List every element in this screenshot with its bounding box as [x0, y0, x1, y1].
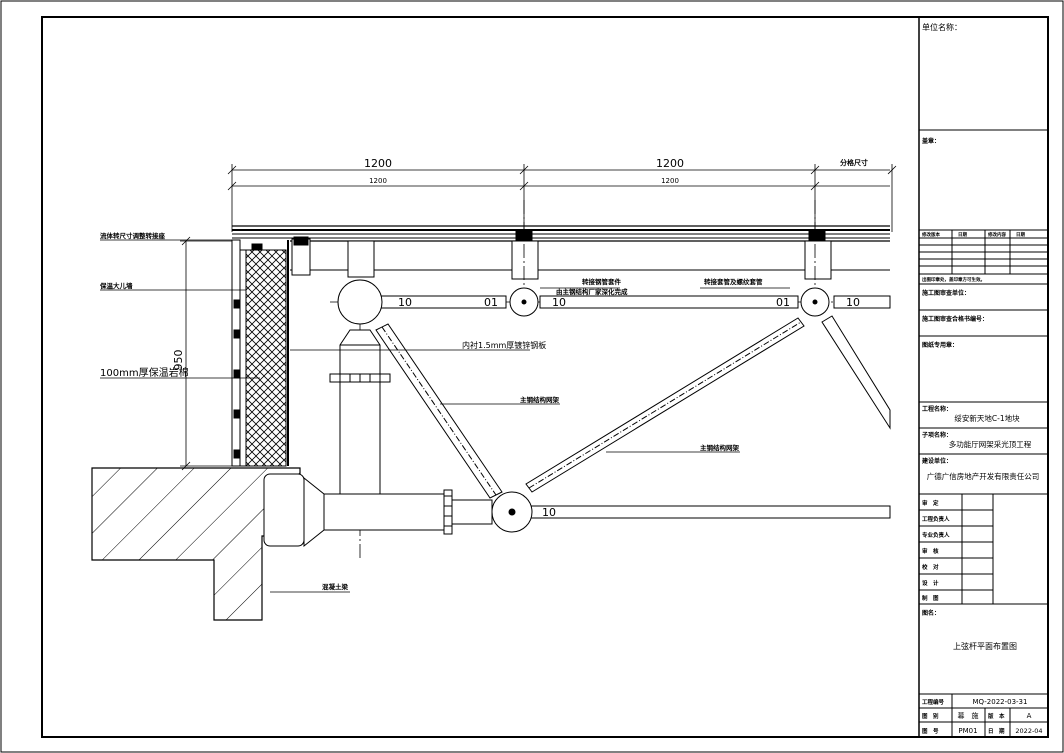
label-topright: 转接套管及螺纹套管	[704, 277, 763, 286]
no-label: 图 号	[922, 727, 939, 735]
top-chord: 10 01 10 01 10	[379, 295, 891, 309]
ver-label: 版 本	[987, 712, 1005, 720]
project-label: 工程名称：	[922, 405, 952, 413]
web-members	[375, 315, 891, 499]
supports	[251, 229, 832, 280]
dimension-lines	[180, 164, 897, 471]
label-chord: 主钢结构网架	[520, 395, 560, 404]
role-project-lead: 工程负责人	[922, 515, 950, 523]
reviewer-label: 施工图审查单位：	[922, 289, 970, 297]
svg-text:01: 01	[776, 296, 790, 309]
label-chord-2: 主钢结构网架	[700, 443, 740, 452]
label-insulation: 保温大儿墙	[99, 281, 133, 290]
nodes	[337, 279, 830, 533]
code-label: 工程编号	[922, 698, 945, 706]
drawing-name: 上弦杆平面布置图	[953, 641, 1017, 651]
role-check: 校 对	[922, 563, 939, 571]
ver-value: A	[1027, 712, 1032, 720]
label-concrete: 混凝土梁	[322, 582, 349, 591]
svg-text:10: 10	[846, 296, 860, 309]
unit-label: 单位名称：	[922, 22, 962, 32]
svg-text:10: 10	[542, 506, 556, 519]
role-draft: 制 图	[922, 594, 939, 602]
dim-top-2: 1200	[656, 157, 684, 170]
project-name: 绥安新天地C-1地块	[954, 413, 1020, 423]
stamp-label: 盖章：	[922, 137, 940, 145]
cat-value: 幕 施	[958, 711, 979, 720]
label-rockwool: 100mm厚保温岩棉	[100, 366, 189, 379]
parapet	[231, 239, 289, 467]
cat-label: 图 别	[922, 712, 939, 720]
design-note: 出图印章处，盖印章方可生效。	[922, 276, 985, 283]
leader-lines	[100, 239, 790, 593]
drawing-frame	[41, 16, 1049, 738]
client-name: 广德广信房地产开发有限责任公司	[927, 471, 1040, 481]
title-block	[918, 17, 1048, 737]
no-value: PM01	[958, 727, 977, 735]
label-flashing: 内衬1.5mm厚镀锌钢板	[462, 340, 546, 350]
bottom-chord: 10	[527, 505, 891, 519]
code-value: MQ-2022-03-31	[973, 698, 1028, 706]
date-value: 2022-04	[1015, 727, 1042, 735]
drawing-area: 1200 1200 分格尺寸 1200 1200 950	[91, 157, 897, 621]
dim-top-3: 分格尺寸	[840, 158, 868, 167]
image-label: 图纸专用章：	[922, 341, 958, 349]
rev-header-3: 修改内容	[987, 231, 1006, 238]
dim-sub-2: 1200	[661, 177, 679, 185]
title-block-text: 单位名称： 盖章： 修改版本 日期 修改内容 日期 出图印章处，盖印章方可生效。…	[921, 22, 1043, 735]
rev-header-2: 日期	[958, 231, 967, 238]
role-discipline-lead: 专业负责人	[922, 531, 950, 539]
bearing-arm	[263, 473, 493, 548]
role-approve: 审 定	[922, 499, 939, 507]
drawing-label: 图名：	[922, 609, 940, 617]
svg-text:01: 01	[484, 296, 498, 309]
dim-top-1: 1200	[364, 157, 392, 170]
glazing-profile	[232, 225, 890, 271]
dim-height: 950	[172, 350, 185, 371]
bearing-column	[329, 329, 391, 495]
svg-text:10: 10	[552, 296, 566, 309]
label-topcheck-2: 由主钢结构厂家深化完成	[556, 287, 628, 296]
label-stone: 流体转尺寸调整转接座	[100, 231, 166, 240]
sub-name: 多功能厅网架采光顶工程	[949, 439, 1032, 449]
client-label: 建设单位：	[922, 457, 952, 465]
sub-label: 子项名称：	[922, 431, 952, 439]
svg-text:10: 10	[398, 296, 412, 309]
reviewer-no-label: 施工图审查合格书编号：	[922, 315, 988, 323]
rev-header-4: 日期	[1016, 231, 1025, 238]
label-topcheck: 转接钢管套件	[582, 277, 622, 286]
dim-sub-1: 1200	[369, 177, 387, 185]
role-review: 审 核	[922, 547, 939, 555]
rev-header-1: 修改版本	[921, 231, 940, 238]
date-label: 日 期	[988, 727, 1005, 735]
role-design: 设 计	[922, 579, 939, 587]
